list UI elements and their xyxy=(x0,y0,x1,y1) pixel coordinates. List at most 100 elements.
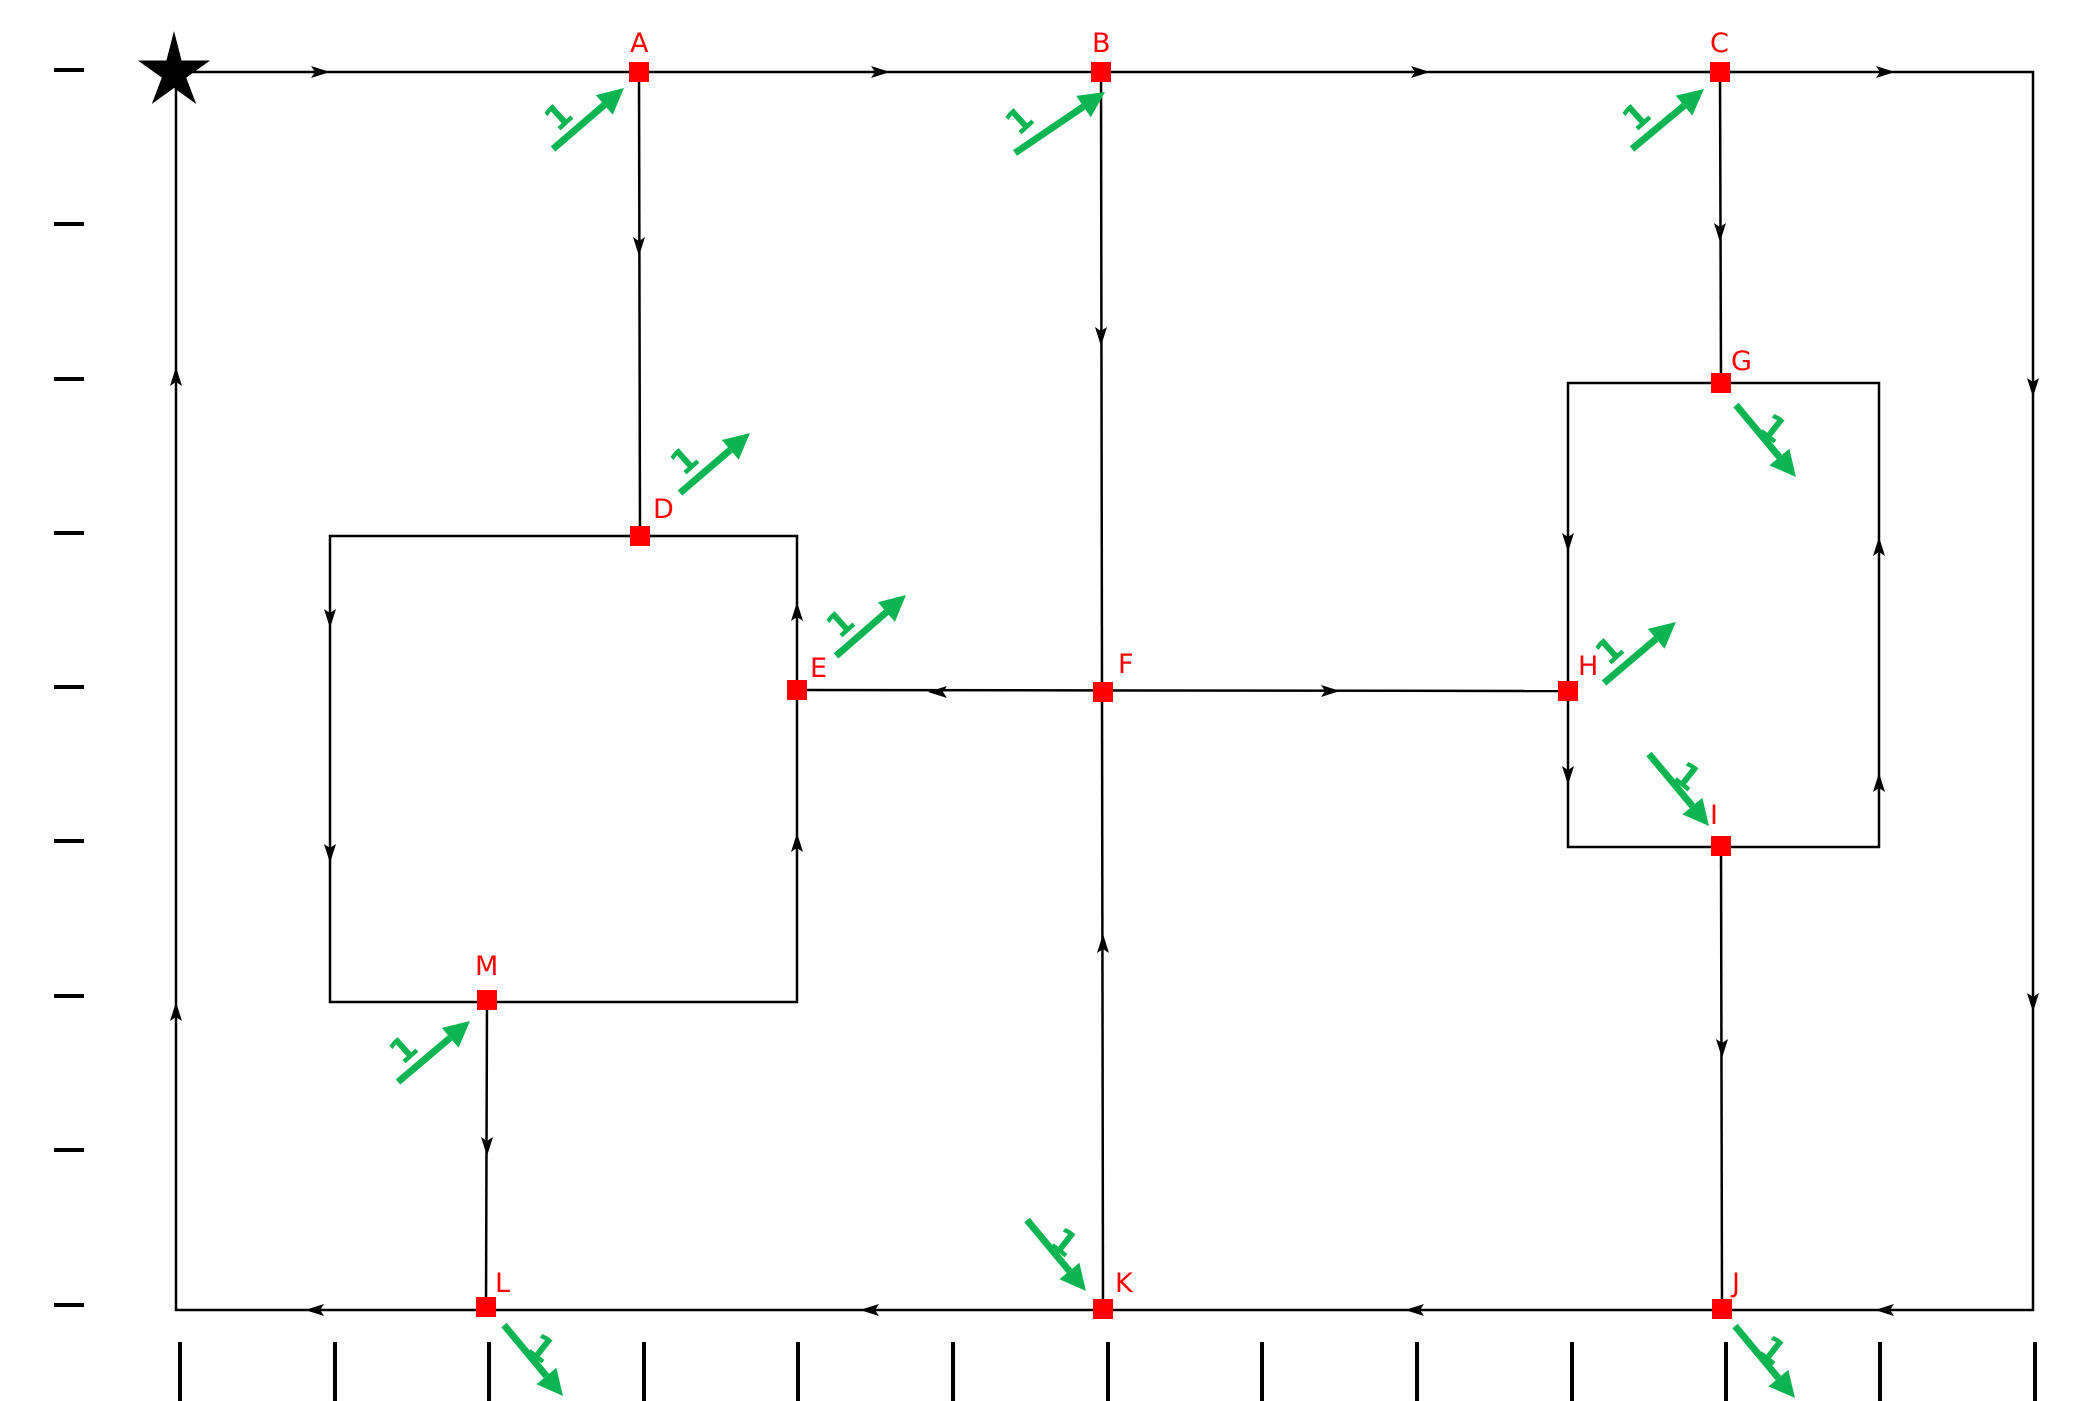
node-l xyxy=(476,1297,496,1317)
wire xyxy=(328,534,799,1004)
node-g xyxy=(1711,373,1731,393)
node-k xyxy=(1093,1299,1113,1319)
wire-direction-arrow xyxy=(1873,537,1885,556)
flow-arrow-d: 1 xyxy=(663,433,750,496)
node-m xyxy=(477,990,497,1010)
flow-arrow-m: 1 xyxy=(382,1021,470,1085)
flow-arrow-head xyxy=(721,433,750,460)
node-label-b: B xyxy=(1092,28,1111,59)
node-label-l: L xyxy=(495,1268,510,1299)
wire-direction-arrow xyxy=(1876,66,1895,78)
node-h xyxy=(1558,681,1578,701)
wire-direction-arrow xyxy=(1097,934,1109,953)
flow-arrow-i: 1 xyxy=(1646,751,1709,826)
node-a xyxy=(629,62,649,82)
flow-label: 1 xyxy=(1750,1328,1793,1374)
node-f xyxy=(1093,682,1113,702)
flow-arrow-g: 1 xyxy=(1733,402,1796,477)
wire-direction-arrows xyxy=(170,66,2039,1316)
node-label-m: M xyxy=(475,951,498,982)
wire-direction-arrow xyxy=(2027,993,2039,1012)
flow-arrow-j: 1 xyxy=(1732,1323,1795,1398)
axis-ticks xyxy=(54,68,2037,1401)
flow-label: 1 xyxy=(1042,1220,1085,1266)
flow-arrow-shaft xyxy=(677,447,733,496)
wire-direction-arrow xyxy=(928,686,947,698)
flow-indicators: 1 1 1 1 1 1 1 1 1 1 1 1 xyxy=(382,88,1796,1398)
wire xyxy=(1719,845,1724,1310)
flow-arrow-shaft xyxy=(833,609,889,659)
node-d xyxy=(630,526,650,546)
flow-arrow-head xyxy=(536,1367,563,1396)
flow-arrow-e: 1 xyxy=(819,595,906,659)
flow-label: 1 xyxy=(1751,406,1794,452)
flow-arrow-head xyxy=(877,595,906,622)
flow-arrow-head xyxy=(1059,1262,1086,1291)
node-label-a: A xyxy=(630,28,649,59)
node-label-f: F xyxy=(1118,649,1134,680)
junction-nodes xyxy=(476,62,1732,1319)
flow-arrow-shaft xyxy=(395,1035,453,1085)
node-e xyxy=(787,680,807,700)
flow-arrow-head xyxy=(1647,622,1676,649)
wire-direction-arrow xyxy=(871,66,890,78)
wire-direction-arrow xyxy=(791,833,803,852)
wire-direction-arrow xyxy=(1716,1039,1728,1058)
wire-direction-arrow xyxy=(1875,1304,1894,1316)
flow-arrow-head xyxy=(441,1021,470,1048)
flow-arrow-shaft xyxy=(1601,636,1659,686)
flow-arrow-head xyxy=(1675,89,1704,116)
flow-arrow-shaft xyxy=(1733,402,1783,460)
wire-direction-arrow xyxy=(324,844,336,863)
wire-direction-arrow xyxy=(1873,773,1885,792)
flow-label: 1 xyxy=(519,1326,562,1372)
flow-arrow-head xyxy=(1768,1369,1795,1398)
flow-arrow-head xyxy=(1076,92,1105,118)
wire xyxy=(1566,381,1881,849)
wire-direction-arrow xyxy=(324,609,336,628)
wire-direction-arrow xyxy=(305,1304,324,1316)
wire-direction-arrow xyxy=(1714,223,1726,242)
flow-arrow-head xyxy=(595,88,624,115)
node-label-j: J xyxy=(1730,1268,1740,1299)
node-label-i: I xyxy=(1710,800,1718,831)
flow-arrow-shaft xyxy=(550,102,607,152)
wire-direction-arrow xyxy=(633,237,645,256)
node-j xyxy=(1712,1299,1732,1319)
flow-arrow-shaft xyxy=(1024,1217,1073,1274)
flow-arrow-a: 1 xyxy=(537,88,624,152)
wire-direction-arrow xyxy=(1411,66,1430,78)
wire-direction-arrow xyxy=(481,1137,493,1156)
flow-arrow-b: 1 xyxy=(998,92,1105,156)
node-label-c: C xyxy=(1710,28,1729,59)
wire-direction-arrow xyxy=(860,1304,879,1316)
wire-direction-arrow xyxy=(1405,1304,1424,1316)
flow-arrow-head xyxy=(1682,797,1709,826)
wire-direction-arrow xyxy=(1095,327,1107,346)
wire-direction-arrow xyxy=(170,1002,182,1021)
flow-arrow-head xyxy=(1769,448,1796,477)
wire-direction-arrow xyxy=(170,367,182,386)
wire xyxy=(796,688,1569,693)
node-label-e: E xyxy=(810,653,827,684)
flow-label: 1 xyxy=(1665,754,1708,800)
node-i xyxy=(1711,836,1731,856)
wire-direction-arrow xyxy=(1562,533,1574,552)
wire xyxy=(637,71,642,537)
flow-arrow-shaft xyxy=(1013,103,1086,156)
flow-arrow-shaft xyxy=(501,1322,550,1379)
node-c xyxy=(1710,62,1730,82)
wire-direction-arrow xyxy=(311,66,330,78)
node-label-g: G xyxy=(1731,346,1752,377)
wire-direction-arrow xyxy=(1562,766,1574,785)
flow-arrow-l: 1 xyxy=(501,1322,563,1396)
flow-arrow-shaft xyxy=(1732,1323,1782,1381)
flow-arrow-h: 1 xyxy=(1588,622,1676,686)
star-icon xyxy=(137,31,211,104)
flow-arrow-c: 1 xyxy=(1615,89,1704,152)
node-label-h: H xyxy=(1578,651,1598,682)
wire-direction-arrow xyxy=(791,602,803,621)
start-marker xyxy=(137,31,211,104)
flow-arrow-k: 1 xyxy=(1024,1217,1086,1291)
